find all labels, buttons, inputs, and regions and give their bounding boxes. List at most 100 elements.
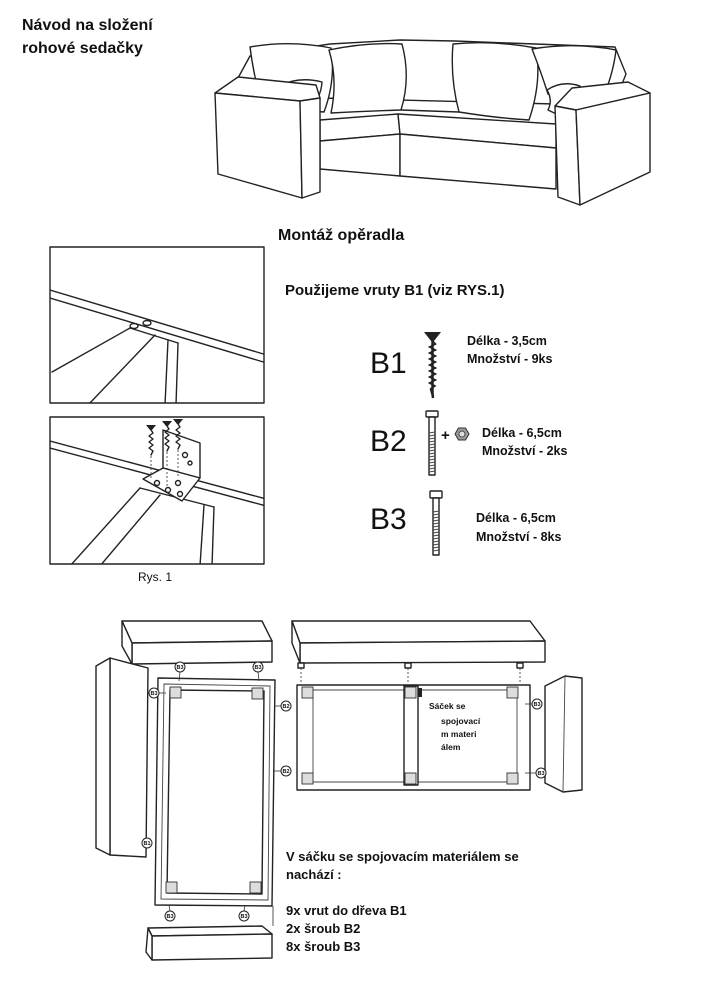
assembly-diagram: Sáček se spojovací m materi álem B3 B3 B… (95, 620, 583, 961)
board-edge (100, 494, 161, 564)
left-seat-frame (154, 677, 276, 926)
corner-block (404, 686, 417, 699)
rail-edge (50, 297, 264, 363)
left-side-board (95, 657, 149, 858)
left-arm-side (214, 92, 303, 199)
bracket-hole (176, 490, 184, 498)
seat-front-right (399, 133, 557, 190)
fastener-marker: B3 (164, 904, 176, 922)
contents-item: 9x vrut do dřeva B1 (286, 903, 407, 918)
plus-sign: + (441, 427, 450, 444)
marker-label: B3 (254, 665, 261, 671)
bag-note-line: Sáček se (429, 701, 466, 711)
middle-post (403, 685, 419, 786)
fastener-b1: B1 Délka - 3,5cm Množství - 9ks (370, 332, 552, 399)
corner-crease (400, 109, 460, 113)
bracket-hole (181, 451, 189, 459)
fastener-marker: B2 (274, 700, 292, 712)
contents-item: 2x šroub B2 (286, 921, 360, 936)
hanging-screw-icon (516, 662, 524, 684)
corner-block (249, 881, 262, 894)
screw-icon (146, 425, 156, 480)
screws-intro: Použijeme vruty B1 (viz RYS.1) (285, 282, 505, 299)
section-title: Montáž opěradla (278, 227, 404, 244)
screw-head-icon (129, 322, 139, 330)
fastener-marker: B3 (525, 698, 543, 710)
left-backrest-board (121, 620, 273, 665)
marker-label: B2 (282, 704, 289, 710)
marker-label: B3 (176, 665, 183, 671)
marker-label: B1 (143, 841, 150, 847)
fastener-marker: B3 (525, 767, 547, 779)
fastener-length: Délka - 6,5cm (476, 511, 556, 525)
fastener-marker: B2 (273, 765, 292, 777)
marker-label: B2 (282, 769, 289, 775)
fastener-quantity: Množství - 8ks (476, 530, 561, 544)
bolt-icon (425, 410, 439, 476)
angle-bracket-horizontal (142, 467, 201, 502)
title-line-2: rohové sedačky (22, 40, 143, 57)
hanging-screw-icon (297, 662, 305, 684)
bag-note-line: álem (441, 742, 461, 752)
fastener-length: Délka - 3,5cm (467, 334, 547, 348)
fastener-marker: B1 (141, 837, 153, 849)
hanging-screw-icon (404, 662, 412, 684)
right-arm-front (575, 92, 651, 206)
screw-icon (162, 421, 172, 486)
title-line-1: Návod na složení (22, 17, 153, 34)
right-side-board (544, 675, 583, 793)
fastener-marker: B3 (174, 661, 186, 682)
corner-sofa-illustration (214, 39, 651, 206)
right-backrest-board (291, 620, 546, 664)
corner-block (506, 686, 519, 699)
figure-panel-screw-detail (49, 246, 265, 404)
bag-note-line: spojovací (441, 716, 481, 726)
panel-frame (49, 246, 265, 404)
fastener-quantity: Množství - 2ks (482, 444, 567, 458)
bracket-hole (174, 479, 182, 487)
board-edge (175, 342, 179, 403)
fastener-length: Délka - 6,5cm (482, 426, 562, 440)
marker-label: B3 (150, 691, 157, 697)
marker-label: B3 (166, 914, 173, 920)
fastener-marker: B3 (252, 661, 264, 682)
back-cushion-2 (328, 42, 407, 114)
corner-block (506, 772, 519, 785)
fastener-quantity: Množství - 9ks (467, 352, 552, 366)
bracket-hole (153, 479, 161, 487)
figure-caption: Rys. 1 (138, 570, 172, 584)
fastener-code: B3 (370, 503, 407, 536)
bracket-hole (187, 460, 193, 466)
bolt-icon (429, 490, 443, 556)
contents-heading: nachází : (286, 867, 342, 882)
board-edge (199, 504, 205, 564)
right-seat-frame (296, 684, 531, 791)
marker-label: B3 (240, 914, 247, 920)
seat-front-left (319, 133, 401, 177)
fastener-marker: B3 (238, 904, 250, 922)
fastener-code: B2 (370, 425, 407, 458)
corner-block (404, 772, 417, 785)
marker-label: B3 (533, 702, 540, 708)
board-edge (211, 506, 215, 564)
bracket-hole (164, 486, 172, 494)
bag-note-line: m materi (441, 729, 476, 739)
figure-panel-bracket-detail (49, 416, 265, 565)
screw-icon (173, 419, 183, 478)
corner-block (301, 772, 314, 785)
corner-block (301, 686, 314, 699)
screw-head-icon (142, 319, 152, 327)
fastener-b3: B3 Délka - 6,5cm Množství - 8ks (370, 490, 561, 556)
wood-screw-icon (424, 332, 441, 399)
nut-icon (454, 427, 470, 441)
board-edge (70, 487, 141, 564)
left-front-board (145, 925, 273, 961)
bag-marker-icon (418, 688, 422, 697)
rail-edge (50, 289, 264, 355)
marker-label: B3 (537, 771, 544, 777)
board-edge (88, 334, 156, 403)
corner-block (165, 881, 178, 894)
corner-block (169, 686, 182, 699)
board-edge (51, 327, 131, 373)
